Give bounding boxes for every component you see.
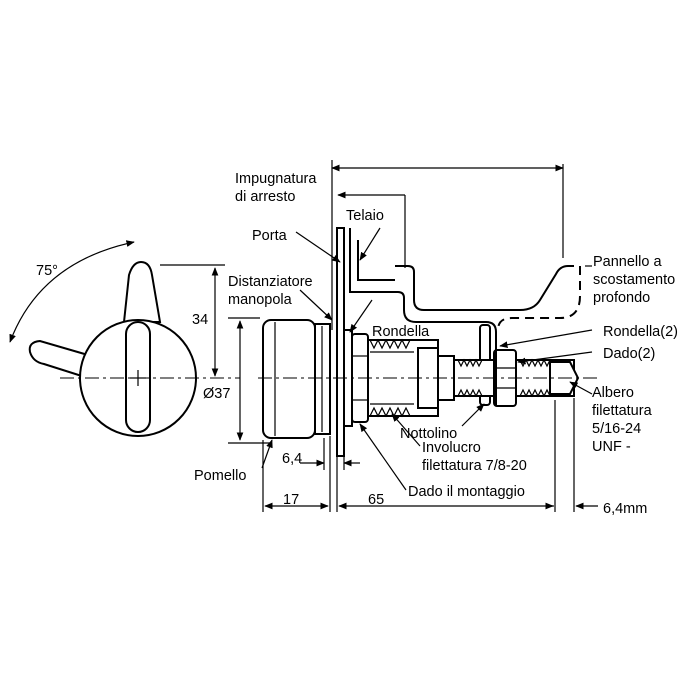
label-porta: Porta bbox=[252, 228, 288, 244]
front-view: 75° 34 Ø37 bbox=[9, 240, 270, 444]
label-albero-2: filettatura bbox=[592, 403, 653, 419]
diameter-label: Ø37 bbox=[203, 386, 230, 402]
angle-label: 75° bbox=[36, 263, 58, 279]
label-pannello-1: Pannello a bbox=[593, 254, 662, 270]
label-distanziatore-2: manopola bbox=[228, 292, 293, 308]
angle-arc bbox=[9, 240, 135, 343]
dim-body-length: 65 bbox=[368, 492, 384, 508]
dim-shaft-ext: 6,4mm bbox=[603, 501, 647, 517]
label-pomello: Pomello bbox=[194, 468, 246, 484]
labels: Impugnatura di arresto Telaio Porta Pann… bbox=[194, 171, 678, 517]
label-involucro-1: Involucro bbox=[422, 440, 481, 456]
dim-knob-depth: 17 bbox=[283, 492, 299, 508]
side-view bbox=[258, 160, 600, 512]
label-pannello-3: profondo bbox=[593, 290, 650, 306]
deep-offset-panel bbox=[497, 266, 581, 331]
label-dado-2: Dado(2) bbox=[603, 346, 655, 362]
label-nottolino: Nottolino bbox=[400, 426, 457, 442]
leader-lines bbox=[261, 227, 593, 491]
label-pannello-2: scostamento bbox=[593, 272, 675, 288]
label-rondella-2: Rondella(2) bbox=[603, 324, 678, 340]
label-impugnatura-1: Impugnatura bbox=[235, 171, 317, 187]
label-dado-montaggio: Dado il montaggio bbox=[408, 484, 525, 500]
label-rondella: Rondella bbox=[372, 324, 430, 340]
label-distanziatore-1: Distanziatore bbox=[228, 274, 313, 290]
dim-spacer: 6,4 bbox=[282, 451, 302, 467]
label-albero-3: 5/16-24 bbox=[592, 421, 641, 437]
label-impugnatura-2: di arresto bbox=[235, 189, 295, 205]
door-panel bbox=[336, 227, 345, 457]
label-involucro-2: filettatura 7/8-20 bbox=[422, 458, 527, 474]
height-label: 34 bbox=[192, 312, 208, 328]
label-telaio: Telaio bbox=[346, 208, 384, 224]
housing-threads bbox=[369, 338, 414, 418]
handle-upright bbox=[122, 260, 162, 323]
label-albero-4: UNF - bbox=[592, 439, 631, 455]
label-albero-1: Albero bbox=[592, 385, 634, 401]
knob-body bbox=[262, 319, 316, 439]
handle-rotated bbox=[28, 339, 89, 380]
frame bbox=[349, 228, 497, 405]
